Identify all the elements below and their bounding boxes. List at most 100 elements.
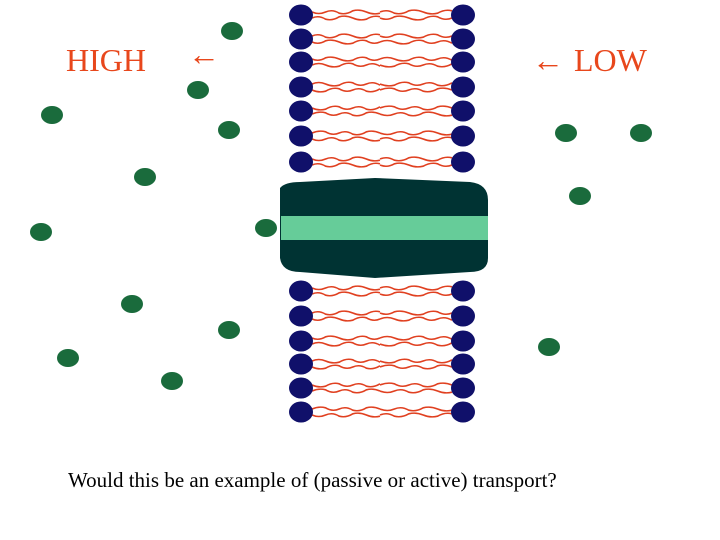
lipid-tail	[311, 382, 381, 388]
phospholipid-head	[289, 151, 313, 173]
arrow-left-icon: ←	[188, 36, 220, 72]
lipid-tail	[379, 341, 453, 347]
phospholipid-head	[289, 353, 313, 375]
phospholipid-head	[289, 280, 313, 302]
molecules-group	[30, 22, 652, 390]
molecule	[187, 81, 209, 99]
phospholipid-head	[289, 4, 313, 26]
molecule	[538, 338, 560, 356]
lipid-tail	[379, 15, 453, 21]
lipid-tail	[311, 162, 381, 168]
lipid-tail	[379, 111, 453, 117]
lipid-tail	[379, 406, 453, 412]
phospholipid-head	[289, 305, 313, 327]
lipid-tail	[311, 62, 381, 68]
phospholipid-head	[451, 125, 475, 147]
lipid-tail	[379, 33, 453, 39]
molecule	[221, 22, 243, 40]
lipid-tail	[311, 130, 381, 136]
lipid-tail	[311, 285, 381, 291]
phospholipid-head	[451, 100, 475, 122]
arrow-left-icon: ←	[532, 42, 564, 78]
lipid-tail	[379, 105, 453, 111]
lipid-tail	[311, 156, 381, 162]
phospholipid-head	[289, 100, 313, 122]
lipid-tail	[311, 406, 381, 412]
lipid-tail	[311, 56, 381, 62]
molecule	[30, 223, 52, 241]
lipid-tail	[379, 56, 453, 62]
lipid-tail	[311, 388, 381, 394]
phospholipid-head	[289, 28, 313, 50]
lipid-tail	[311, 81, 381, 87]
lipid-tail	[311, 39, 381, 45]
lipid-tail	[311, 33, 381, 39]
lipid-tail	[311, 111, 381, 117]
lipid-tail	[311, 87, 381, 93]
lipid-tail	[379, 358, 453, 364]
lipid-tail	[311, 105, 381, 111]
lipid-tail	[379, 39, 453, 45]
phospholipid-head	[451, 401, 475, 423]
molecule	[134, 168, 156, 186]
lipid-tail	[311, 136, 381, 142]
lipid-tail	[311, 310, 381, 316]
lipid-tail	[379, 291, 453, 297]
channel-protein	[280, 178, 488, 278]
question-text: Would this be an example of (passive or …	[68, 468, 557, 492]
molecule	[218, 321, 240, 339]
phospholipid-head	[289, 401, 313, 423]
phospholipid-head	[451, 76, 475, 98]
phospholipid-head	[451, 330, 475, 352]
molecule	[57, 349, 79, 367]
phospholipid-head	[451, 305, 475, 327]
lipid-tail	[379, 335, 453, 341]
lipid-tail	[379, 62, 453, 68]
cell-membrane	[289, 4, 475, 423]
phospholipid-head	[451, 151, 475, 173]
phospholipid-head	[289, 125, 313, 147]
lipid-tail	[311, 291, 381, 297]
lipid-tail	[311, 9, 381, 15]
lipid-tail	[379, 81, 453, 87]
lipid-tail	[379, 162, 453, 168]
lipid-tail	[379, 310, 453, 316]
phospholipid-head	[289, 330, 313, 352]
lipid-tail	[311, 335, 381, 341]
channel-pore	[281, 216, 488, 240]
lipid-tail	[311, 364, 381, 370]
phospholipid-head	[451, 353, 475, 375]
lipid-tail	[379, 9, 453, 15]
molecule	[41, 106, 63, 124]
lipid-tail	[311, 412, 381, 418]
phospholipid-head	[289, 51, 313, 73]
lipid-tail	[379, 285, 453, 291]
molecule	[630, 124, 652, 142]
lipid-tail	[379, 388, 453, 394]
phospholipid-head	[451, 280, 475, 302]
phospholipid-head	[451, 377, 475, 399]
molecule	[255, 219, 277, 237]
lipid-tail	[311, 15, 381, 21]
phospholipid-head	[451, 4, 475, 26]
lipid-tail	[379, 412, 453, 418]
phospholipid-head	[289, 76, 313, 98]
lipid-tail	[379, 130, 453, 136]
lipid-tail	[379, 136, 453, 142]
phospholipid-head	[451, 51, 475, 73]
lipid-tail	[379, 156, 453, 162]
phospholipid-head	[451, 28, 475, 50]
molecule	[555, 124, 577, 142]
low-concentration-label: LOW	[574, 42, 647, 78]
lipid-tail	[379, 87, 453, 93]
high-concentration-label: HIGH	[66, 42, 146, 78]
molecule	[218, 121, 240, 139]
lipid-tail	[311, 358, 381, 364]
lipid-tail	[379, 316, 453, 322]
molecule	[161, 372, 183, 390]
molecule	[569, 187, 591, 205]
lipid-tail	[311, 316, 381, 322]
lipid-tail	[311, 341, 381, 347]
